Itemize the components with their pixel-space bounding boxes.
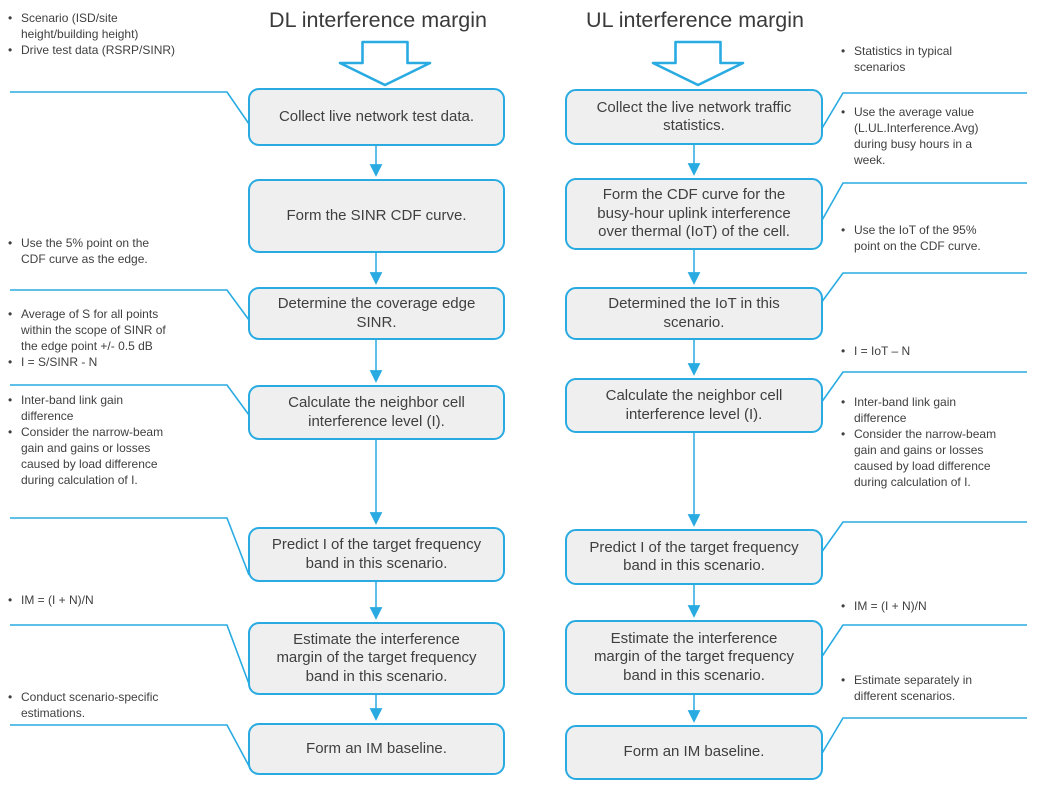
callout-line	[820, 182, 1027, 223]
annotation-text: Use the 5% point on the CDF curve as the…	[21, 236, 150, 266]
ul-title: UL interference margin	[586, 8, 804, 32]
bullet-icon: •	[8, 690, 13, 704]
callout-line	[820, 92, 1027, 131]
annotation-text: Use the IoT of the 95% point on the CDF …	[854, 223, 981, 253]
ul-annotation-5: • Inter-band link gain difference • Consid…	[841, 394, 1047, 490]
annotation-text: IM = (I + N)/N	[854, 599, 927, 613]
annotation-text: Statistics in typical scenarios	[854, 44, 953, 74]
bullet-icon: •	[841, 105, 846, 119]
bullet-icon: •	[841, 599, 846, 613]
bullet-icon: •	[8, 11, 13, 25]
bullet-icon: •	[8, 43, 13, 57]
annotation-text: Consider the narrow-beam gain and gains …	[21, 425, 164, 487]
annotation-text: Estimate separately in different scenari…	[854, 673, 973, 703]
callout-line	[10, 724, 250, 767]
bullet-icon: •	[8, 355, 13, 369]
dl-callout-lines	[10, 91, 250, 767]
bullet-icon: •	[8, 593, 13, 607]
flow-step-ul-4: Calculate the neighbor cell interference…	[565, 378, 823, 433]
bullet-icon: •	[841, 344, 846, 358]
callout-line	[10, 624, 250, 685]
dl-annotation-4: • Inter-band link gain difference • Consid…	[8, 392, 240, 488]
flow-step-dl-7: Form an IM baseline.	[248, 723, 505, 775]
bullet-icon: •	[841, 427, 846, 441]
flow-step-dl-5: Predict I of the target frequency band i…	[248, 527, 505, 582]
ul-annotation-4: • I = IoT – N	[841, 343, 1043, 359]
ul-annotation-3: • Use the IoT of the 95% point on the CDF…	[841, 222, 1043, 254]
dl-annotation-6: • Conduct scenario-specific estimations.	[8, 689, 240, 721]
ul-down-block-arrow-icon	[651, 40, 745, 87]
flow-step-dl-4: Calculate the neighbor cell interference…	[248, 385, 505, 440]
callout-line	[10, 384, 250, 416]
annotation-text: Conduct scenario-specific estimations.	[21, 690, 159, 720]
annotation-text: I = IoT – N	[854, 344, 911, 358]
flow-step-dl-3: Determine the coverage edge SINR.	[248, 287, 505, 340]
ul-annotation-6: • IM = (I + N)/N	[841, 598, 1043, 614]
flow-step-dl-1: Collect live network test data.	[248, 88, 505, 146]
dl-annotation-2: • Use the 5% point on the CDF curve as th…	[8, 235, 240, 267]
annotation-text: Scenario (ISD/site height/building heigh…	[21, 11, 139, 41]
flow-step-ul-6: Estimate the interference margin of the …	[565, 620, 823, 695]
bullet-icon: •	[841, 223, 846, 237]
dl-down-block-arrow-icon	[338, 40, 432, 87]
flow-step-ul-7: Form an IM baseline.	[565, 725, 823, 780]
callout-line	[820, 521, 1027, 554]
annotation-text: Average of S for all points within the s…	[21, 307, 166, 353]
ul-callout-lines	[820, 92, 1027, 756]
bullet-icon: •	[8, 236, 13, 250]
flow-step-ul-2: Form the CDF curve for the busy-hour upl…	[565, 178, 823, 250]
annotation-text: I = S/SINR - N	[21, 355, 98, 369]
bullet-icon: •	[8, 393, 13, 407]
bullet-icon: •	[841, 395, 846, 409]
callout-line	[10, 91, 250, 125]
annotation-text: Inter-band link gain difference	[21, 393, 124, 423]
callout-line	[820, 272, 1027, 304]
bullet-icon: •	[8, 307, 13, 321]
annotation-text: Consider the narrow-beam gain and gains …	[854, 427, 997, 489]
ul-annotation-7: • Estimate separately in different scenar…	[841, 672, 1043, 704]
callout-line	[10, 289, 250, 321]
dl-title: DL interference margin	[269, 8, 487, 32]
annotation-text: Drive test data (RSRP/SINR)	[21, 43, 176, 57]
bullet-icon: •	[8, 425, 13, 439]
annotation-text: Use the average value (L.UL.Interference…	[854, 105, 979, 167]
dl-annotation-3: • Average of S for all points within the …	[8, 306, 240, 370]
callout-line	[10, 517, 250, 576]
dl-annotation-1: • Scenario (ISD/site height/building heig…	[8, 10, 240, 58]
ul-annotation-1: • Statistics in typical scenarios	[841, 43, 1043, 75]
bullet-icon: •	[841, 673, 846, 687]
callout-line	[820, 624, 1027, 659]
callout-line	[820, 717, 1027, 756]
callout-line	[820, 371, 1027, 404]
annotation-text: Inter-band link gain difference	[854, 395, 957, 425]
dl-annotation-5: • IM = (I + N)/N	[8, 592, 240, 608]
flow-step-ul-1: Collect the live network traffic statist…	[565, 89, 823, 145]
annotation-text: IM = (I + N)/N	[21, 593, 94, 607]
flow-step-dl-6: Estimate the interference margin of the …	[248, 622, 505, 695]
flow-step-dl-2: Form the SINR CDF curve.	[248, 179, 505, 253]
flow-step-ul-5: Predict I of the target frequency band i…	[565, 529, 823, 585]
bullet-icon: •	[841, 44, 846, 58]
flow-step-ul-3: Determined the IoT in this scenario.	[565, 287, 823, 340]
ul-annotation-2: • Use the average value (L.UL.Interferenc…	[841, 104, 1043, 168]
